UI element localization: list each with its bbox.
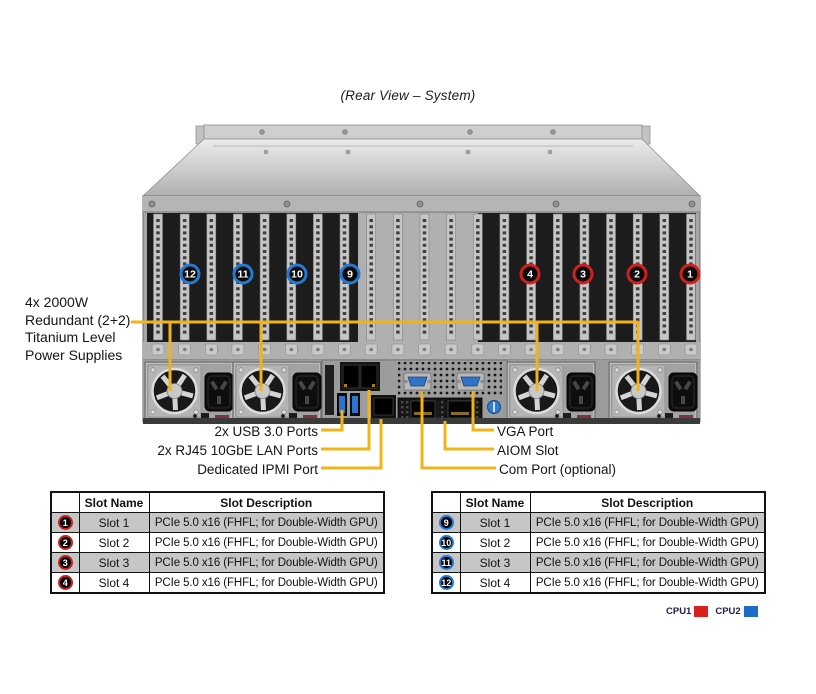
slot-desc-cell: PCIe 5.0 x16 (FHFL; for Double-Width GPU… — [148, 572, 385, 594]
slot-name-cell: Slot 3 — [459, 552, 531, 573]
slot-badge-4: 4 — [519, 263, 541, 285]
slot-name-header: Slot Name — [78, 491, 150, 513]
slot-desc-cell: PCIe 5.0 x16 (FHFL; for Double-Width GPU… — [529, 512, 766, 533]
com-port-connector — [403, 372, 432, 391]
row-badge: 3 — [57, 555, 73, 571]
pcie-slot-area — [143, 213, 700, 361]
slot-desc-cell: PCIe 5.0 x16 (FHFL; for Double-Width GPU… — [529, 572, 766, 594]
table-row: 10 Slot 2 PCIe 5.0 x16 (FHFL; for Double… — [431, 532, 766, 553]
vga-port-connector — [456, 372, 485, 391]
slot-name-cell: Slot 2 — [78, 532, 150, 553]
com-port-label: Com Port (optional) — [499, 462, 617, 477]
slot-badge-11: 11 — [232, 263, 254, 285]
io-panel — [321, 359, 508, 423]
slot-badge-10: 10 — [286, 263, 308, 285]
aiom-callout-line — [443, 421, 494, 451]
table-header-row: Slot Name Slot Description — [50, 491, 385, 513]
aiom-slot-module — [397, 397, 483, 422]
power-supply-2 — [232, 361, 322, 422]
com-callout-line — [420, 391, 496, 470]
slot-desc-cell: PCIe 5.0 x16 (FHFL; for Double-Width GPU… — [148, 532, 385, 553]
badge-column-header — [431, 491, 461, 513]
row-badge: 1 — [57, 515, 73, 531]
slot-name-header: Slot Name — [459, 491, 531, 513]
slot-desc-cell: PCIe 5.0 x16 (FHFL; for Double-Width GPU… — [529, 532, 766, 553]
row-badge: 2 — [57, 535, 73, 551]
psu-power-inlet — [204, 372, 234, 412]
slot-name-cell: Slot 4 — [459, 572, 531, 594]
psu-power-inlet — [668, 372, 698, 412]
slot-desc-cell: PCIe 5.0 x16 (FHFL; for Double-Width GPU… — [148, 552, 385, 573]
cpu1-color-swatch — [694, 606, 709, 617]
power-supply-4 — [608, 361, 698, 422]
cpu2-label: CPU2 — [715, 606, 741, 617]
slot-badge-1: 1 — [679, 263, 701, 285]
table-row: 4 Slot 4 PCIe 5.0 x16 (FHFL; for Double-… — [50, 572, 385, 594]
slot-name-cell: Slot 4 — [78, 572, 150, 594]
lan-ports-label: 2x RJ45 10GbE LAN Ports — [157, 443, 318, 458]
lan-callout-line — [321, 390, 371, 451]
legend-item-cpu1: CPU1 — [666, 606, 709, 617]
slot-name-cell: Slot 1 — [459, 512, 531, 533]
slot-name-cell: Slot 2 — [459, 532, 531, 553]
slot-desc-cell: PCIe 5.0 x16 (FHFL; for Double-Width GPU… — [148, 512, 385, 533]
chassis-lid — [141, 138, 701, 197]
psu-callout-label: 4x 2000W Redundant (2+2) Titanium Level … — [25, 294, 131, 363]
slot-name-cell: Slot 1 — [78, 512, 150, 533]
table-row: 3 Slot 3 PCIe 5.0 x16 (FHFL; for Double-… — [50, 552, 385, 573]
power-supply-1 — [144, 361, 234, 422]
slot-description-header: Slot Description — [148, 491, 385, 513]
slot-badge-2: 2 — [626, 263, 648, 285]
legend-item-cpu2: CPU2 — [715, 606, 758, 617]
table-header-row: Slot Name Slot Description — [431, 491, 766, 513]
lan-ports — [340, 362, 380, 391]
usb-ports-label: 2x USB 3.0 Ports — [214, 424, 318, 439]
slot-description-header: Slot Description — [529, 491, 766, 513]
ipmi-port — [371, 395, 396, 419]
slot-desc-cell: PCIe 5.0 x16 (FHFL; for Double-Width GPU… — [529, 552, 766, 573]
table-row: 11 Slot 3 PCIe 5.0 x16 (FHFL; for Double… — [431, 552, 766, 573]
slot-badge-12: 12 — [179, 263, 201, 285]
aiom-slot-label: AIOM Slot — [497, 443, 559, 458]
slot-table-cpu1: Slot Name Slot Description 1 Slot 1 PCIe… — [50, 491, 385, 594]
table-row: 9 Slot 1 PCIe 5.0 x16 (FHFL; for Double-… — [431, 512, 766, 533]
ipmi-port-label: Dedicated IPMI Port — [197, 462, 318, 477]
slot-table-cpu2: Slot Name Slot Description 9 Slot 1 PCIe… — [431, 491, 766, 594]
cpu-legend: CPU1 CPU2 — [666, 606, 758, 617]
row-badge: 10 — [438, 535, 454, 551]
psu-callout-line — [131, 320, 640, 391]
callout-lines — [131, 320, 640, 470]
ipmi-callout-line — [321, 419, 383, 470]
power-supply-3 — [506, 361, 596, 422]
psu-power-inlet — [566, 372, 596, 412]
slot-badge-9: 9 — [339, 263, 361, 285]
vent-strip — [400, 391, 500, 397]
slot-name-cell: Slot 3 — [78, 552, 150, 573]
row-badge: 9 — [438, 515, 454, 531]
vga-callout-line — [471, 391, 494, 432]
psu-power-inlet — [292, 372, 322, 412]
page-title: (Rear View – System) — [340, 88, 476, 103]
cpu1-label: CPU1 — [666, 606, 692, 617]
cpu2-color-swatch — [743, 606, 758, 617]
table-row: 12 Slot 4 PCIe 5.0 x16 (FHFL; for Double… — [431, 572, 766, 594]
psu-fan-icon — [151, 367, 198, 415]
table-row: 1 Slot 1 PCIe 5.0 x16 (FHFL; for Double-… — [50, 512, 385, 533]
chassis-top-flange — [195, 124, 651, 145]
badge-column-header — [50, 491, 80, 513]
usb-ports — [337, 393, 360, 416]
row-badge: 11 — [438, 555, 454, 571]
row-badge: 4 — [57, 575, 73, 591]
row-badge: 12 — [438, 575, 454, 591]
slot-badge-3: 3 — [572, 263, 594, 285]
table-row: 2 Slot 2 PCIe 5.0 x16 (FHFL; for Double-… — [50, 532, 385, 553]
usb-callout-line — [321, 410, 344, 432]
thumbscrew-icon — [487, 400, 501, 414]
vga-port-label: VGA Port — [497, 424, 554, 439]
